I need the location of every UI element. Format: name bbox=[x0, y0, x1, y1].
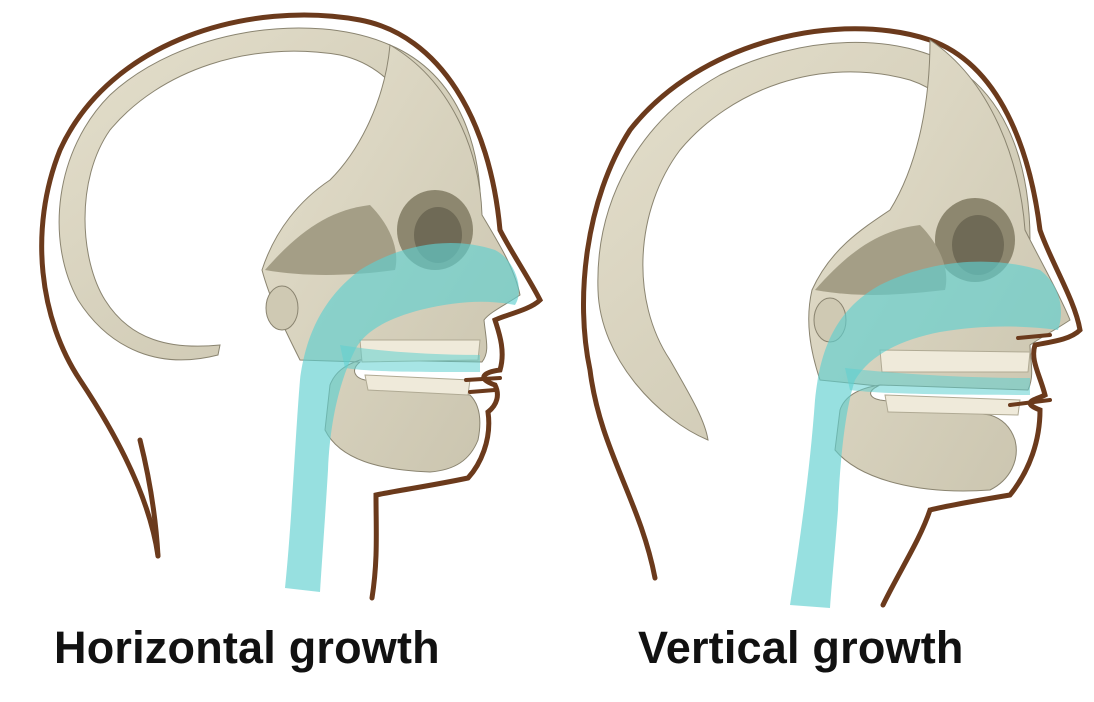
lips bbox=[1008, 333, 1052, 407]
skull-vault bbox=[597, 41, 1031, 441]
neck-outline bbox=[137, 437, 161, 559]
lips bbox=[464, 376, 502, 394]
head-outline bbox=[39, 12, 544, 601]
condyle bbox=[265, 285, 299, 331]
vertical-growth-caption: Vertical growth bbox=[638, 622, 964, 673]
upper-teeth bbox=[879, 349, 1031, 373]
lower-teeth bbox=[364, 374, 471, 396]
airway-tongue bbox=[340, 345, 480, 372]
vertical-growth-figure bbox=[581, 26, 1083, 608]
cheek-shadow bbox=[265, 205, 397, 275]
lower-teeth bbox=[884, 394, 1021, 416]
airway bbox=[790, 261, 1061, 608]
head-outline bbox=[581, 26, 1083, 608]
horizontal-growth-figure bbox=[39, 12, 544, 601]
horizontal-growth-caption: Horizontal growth bbox=[54, 622, 440, 673]
airway-tongue bbox=[845, 368, 1030, 395]
airway bbox=[285, 242, 519, 592]
